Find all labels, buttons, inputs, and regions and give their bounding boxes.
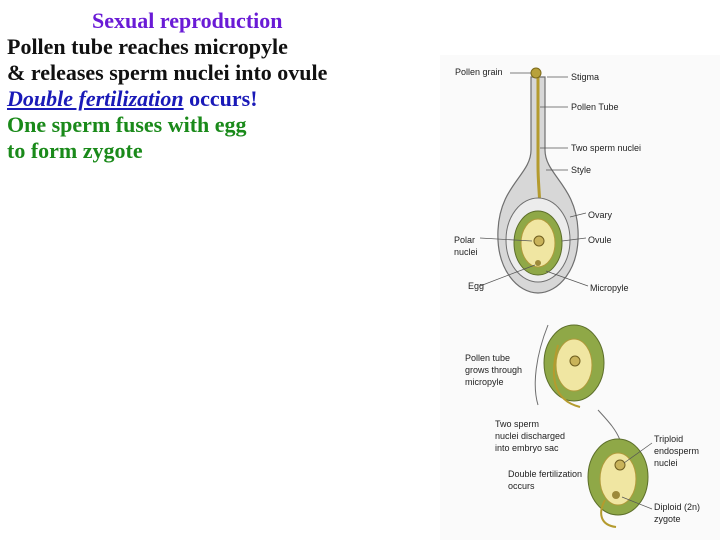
label-ovary: Ovary [588,210,613,220]
fertilization-figure: Pollen grain Stigma Pollen Tube Two sper… [440,55,720,540]
stage-2-arrow [534,324,549,406]
stage-2-nuclei [569,355,581,367]
text-line-3: Double fertilization occurs! [7,86,258,112]
label-sperm-discharged-3: into embryo sac [495,443,559,453]
label-diploid-1: Diploid (2n) [654,502,700,512]
label-diploid-2: zygote [654,514,681,524]
label-pollen-grain: Pollen grain [455,67,503,77]
label-two-sperm-nuclei: Two sperm nuclei [571,143,641,153]
label-triploid-2: endosperm [654,446,699,456]
label-stigma: Stigma [571,72,599,82]
egg-shape [535,260,541,266]
label-style: Style [571,165,591,175]
label-sperm-discharged-1: Two sperm [495,419,539,429]
label-egg: Egg [468,281,484,291]
stage-3-embryo-sac [599,452,637,506]
label-triploid-3: nuclei [654,458,678,468]
figure-background [440,55,720,540]
text-line-5: to form zygote [7,138,143,163]
label-pollen-tube: Pollen Tube [571,102,619,112]
double-fertilization-term: Double fertilization [7,86,184,111]
pollen-grain-shape [530,67,542,79]
label-double-fert-1: Double fertilization [508,469,582,479]
pistil-diagram [497,67,579,294]
polar-nuclei-shape [533,235,545,247]
leader-lines [479,72,653,510]
label-sperm-discharged-2: nuclei discharged [495,431,565,441]
text-line-4: One sperm fuses with egg [7,112,247,137]
label-tube-grows-1: Pollen tube [465,353,510,363]
text-line-2: & releases sperm nuclei into ovule [7,60,328,85]
endosperm-nucleus-shape [614,459,626,471]
label-ovule: Ovule [588,235,612,245]
label-tube-grows-3: micropyle [465,377,504,387]
label-double-fert-2: occurs [508,481,535,491]
stage-3-pollen-tube [600,499,617,528]
fertilization-diagram: Pollen grain Stigma Pollen Tube Two sper… [440,55,720,540]
text-line-1: Pollen tube reaches micropyle [7,34,288,59]
label-tube-grows-2: grows through [465,365,522,375]
stage-2-pollen-tube [552,344,581,408]
label-polar-nuclei-1: Polar [454,235,475,245]
label-polar-nuclei-2: nuclei [454,247,478,257]
label-triploid-1: Triploid [654,434,683,444]
slide-title: Sexual reproduction [92,8,283,33]
stage-3-arrow [597,409,621,441]
stage-3-diagram [587,409,649,528]
stage-2-diagram [534,324,605,408]
zygote-shape [612,491,620,499]
label-micropyle: Micropyle [590,283,629,293]
occurs-text: occurs! [183,86,258,111]
